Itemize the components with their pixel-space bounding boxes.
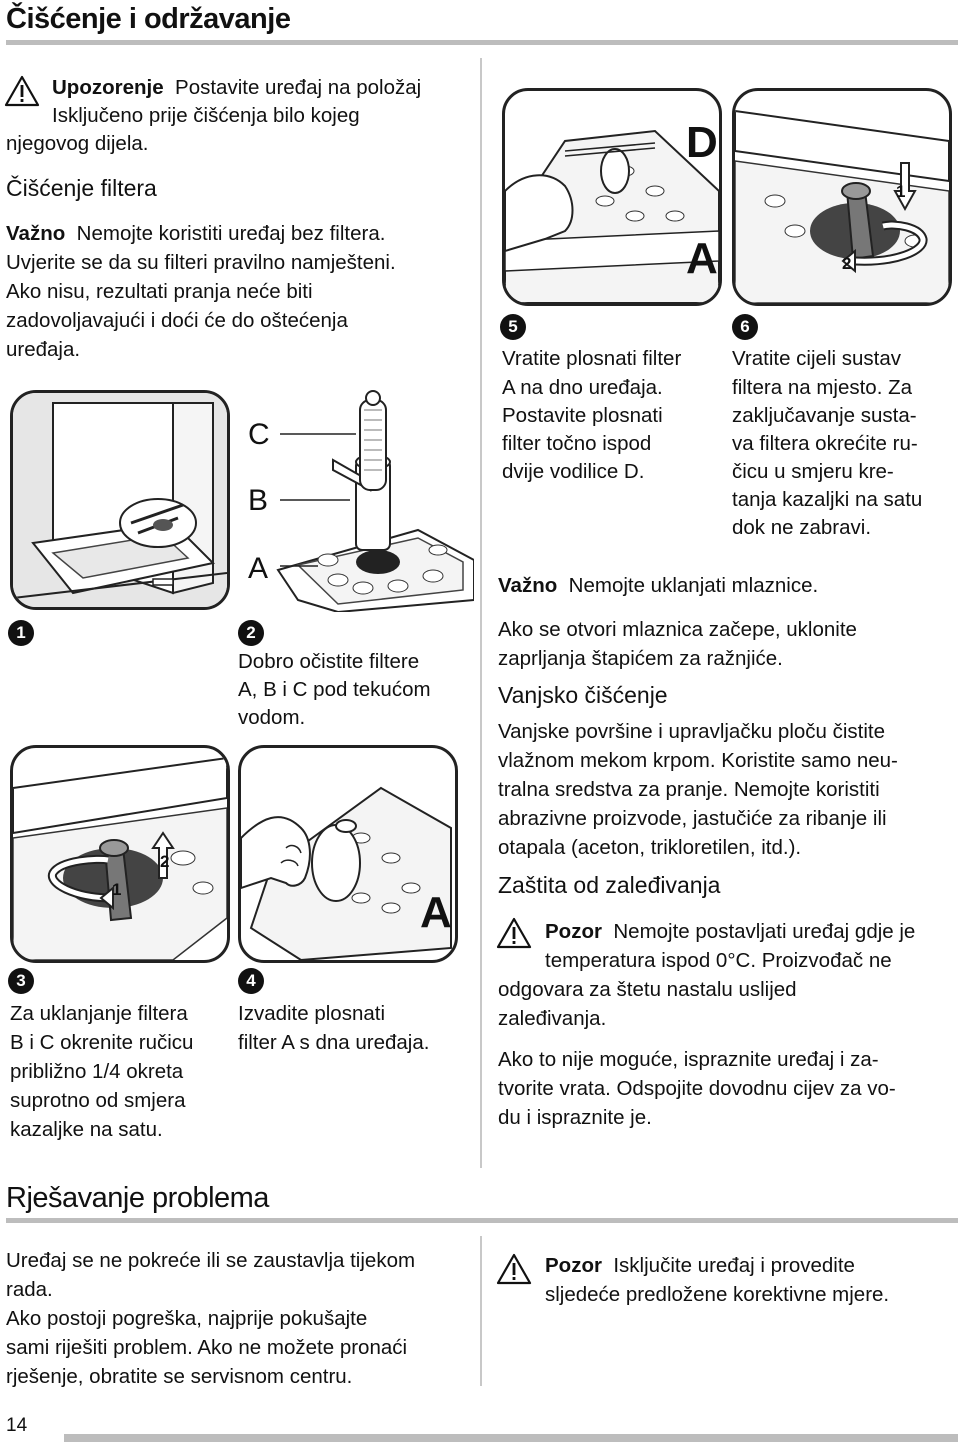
trouble-caution-label: Pozor [545,1254,602,1277]
nozzle-important-text: Nemojte uklanjati mlaznice. [568,574,819,597]
exterior-text-3: tralna sredstva za pranje. Nemojte koris… [498,778,880,801]
filter-important-line: Važno Nemojte koristiti uređaj bez filte… [6,220,385,249]
trouble-text-1: Uređaj se ne pokreće ili se zaustavlja t… [6,1249,416,1272]
step-5-text-3: Postavite plosnati [502,404,663,427]
figure-1-dishwasher [10,390,230,610]
step-6-number: 6 [732,314,758,340]
step-3-text-1: Za uklanjanje filtera [10,1002,188,1025]
step-3-text-5: kazaljke na satu. [10,1118,163,1141]
fig2-label-c: C [248,418,270,451]
step-6-text-6: tanja kazaljki na satu [732,488,923,511]
figure-6-lock-filter [732,88,952,306]
frost-caution-text-4: zaleđivanja. [498,1007,607,1030]
figure-4-remove-flat-filter [238,745,458,963]
step-6-text-2: filtera na mjesto. Za [732,376,913,399]
step-5-text-2: A na dno uređaja. [502,376,663,399]
warning-text-2: Isključeno prije čišćenja bilo kojeg [52,104,360,127]
filter-text-5: uređaja. [6,338,81,361]
title-rule [6,40,958,45]
step-4-number: 4 [238,968,264,994]
fig5-label-d: D [686,118,718,167]
trouble-caution-line-1: Pozor Isključite uređaj i provedite [545,1252,855,1281]
fig2-label-b: B [248,484,269,517]
frost-caution-text-3: odgovara za štetu nastalu uslijed [498,978,797,1001]
frost-caution-text-1: Nemojte postavljati uređaj gdje je [613,920,916,943]
figure-2-filters [238,390,475,614]
exterior-text-2: vlažnom mekom krpom. Koristite samo neu- [498,749,898,772]
frost-caution-line-1: Pozor Nemojte postavljati uređaj gdje je [545,918,915,947]
filter-section-title: Čišćenje filtera [6,175,157,201]
warning-text-1: Postavite uređaj na položaj [175,76,422,99]
step-2-text-2: A, B i C pod tekućom [238,678,431,701]
frost-text-3: du i ispraznite je. [498,1106,652,1129]
nozzle-text-2: zaprljanja štapićem za ražnjiće. [498,647,783,670]
step-4-text-1: Izvadite plosnati [238,1002,386,1025]
caution-triangle-icon [496,917,532,949]
exterior-title: Vanjsko čišćenje [498,682,668,708]
frost-caution-label: Pozor [545,920,602,943]
frost-text-2: tvorite vrata. Odspojite dovodnu cijev z… [498,1077,896,1100]
figure-3-rotate-filter [10,745,230,963]
warning-triangle-icon [4,75,40,107]
frost-title: Zaštita od zaleđivanja [498,872,721,898]
step-3-text-2: B i C okrenite ručicu [10,1031,194,1054]
step-3-text-4: suprotno od smjera [10,1089,186,1112]
footer-rule [64,1434,958,1442]
fig3-label-1: 1 [112,880,122,899]
trouble-caution-triangle-icon [496,1253,532,1285]
exterior-text-4: abrazivne proizvode, jastučiće za ribanj… [498,807,887,830]
trouble-caution-text-2: sljedeće predložene korektivne mjere. [545,1283,890,1306]
step-3-number: 3 [8,968,34,994]
exterior-text-5: otapala (aceton, trikloretilen, itd.). [498,836,802,859]
fig6-label-2: 2 [842,254,852,273]
step-5-text-5: dvije vodilice D. [502,460,645,483]
fig2-label-a: A [248,552,269,585]
frost-text-1: Ako to nije moguće, ispraznite uređaj i … [498,1048,879,1071]
step-6-text-3: zaključavanje susta- [732,404,917,427]
warning-label: Upozorenje [52,76,164,99]
step-2-number: 2 [238,620,264,646]
troubleshooting-divider [480,1236,482,1386]
nozzle-important-label: Važno [498,574,558,597]
filter-text-4: zadovoljavajući i doći će do oštećenja [6,309,348,332]
fig5-label-a: A [686,234,718,283]
step-4-text-2: filter A s dna uređaja. [238,1031,430,1054]
troubleshooting-rule [6,1218,958,1223]
step-5-text-4: filter točno ispod [502,432,652,455]
warning-line-1: Upozorenje Postavite uređaj na položaj [52,74,472,103]
fig6-label-1: 1 [896,182,906,201]
filter-text-3: Ako nisu, rezultati pranja neće biti [6,280,313,303]
frost-caution-text-2: temperatura ispod 0°C. Proizvođač ne [545,949,892,972]
trouble-text-3: Ako postoji pogreška, najprije pokušajte [6,1307,368,1330]
trouble-text-4: sami riješiti problem. Ako ne možete pro… [6,1336,408,1359]
step-2-text-1: Dobro očistite filtere [238,650,420,673]
warning-text-3: njegovog dijela. [6,132,149,155]
step-6-text-4: va filtera okrećite ru- [732,432,918,455]
step-2-text-3: vodom. [238,706,306,729]
trouble-text-2: rada. [6,1278,53,1301]
page-title: Čišćenje i održavanje [6,3,291,35]
troubleshooting-title: Rješavanje problema [6,1182,269,1214]
filter-text-2: Uvjerite se da su filteri pravilno namje… [6,251,396,274]
step-6-text-1: Vratite cijeli sustav [732,347,901,370]
filter-important-label: Važno [6,222,66,245]
exterior-text-1: Vanjske površine i upravljačku ploču čis… [498,720,886,743]
filter-important-text: Nemojte koristiti uređaj bez filtera. [76,222,386,245]
fig3-label-2: 2 [160,852,170,871]
figure-5-replace-flat-filter [502,88,722,306]
trouble-caution-text-1: Isključite uređaj i provedite [613,1254,855,1277]
step-6-text-7: dok ne zabravi. [732,516,872,539]
fig4-label-a: A [420,888,452,937]
column-divider [480,58,482,1168]
nozzle-important-line: Važno Nemojte uklanjati mlaznice. [498,572,818,601]
step-5-text-1: Vratite plosnati filter [502,347,682,370]
nozzle-text-1: Ako se otvori mlaznica začepe, uklonite [498,618,857,641]
step-6-text-5: čicu u smjeru kre- [732,460,894,483]
step-5-number: 5 [500,314,526,340]
trouble-text-5: rješenje, obratite se servisnom centru. [6,1365,353,1388]
step-3-text-3: približno 1/4 okreta [10,1060,184,1083]
step-1-number: 1 [8,620,34,646]
page-number: 14 [6,1415,28,1436]
